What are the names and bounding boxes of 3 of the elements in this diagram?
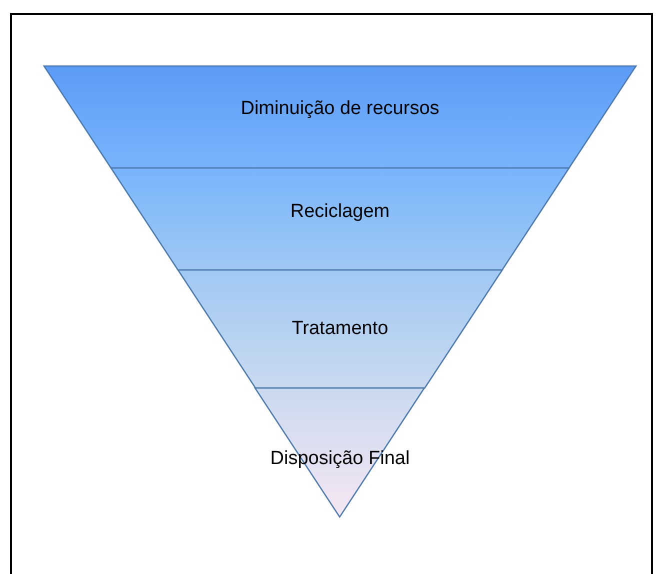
level-label: Diminuição de recursos bbox=[240, 98, 440, 120]
level-label: Tratamento bbox=[290, 318, 390, 340]
level-label: Reciclagem bbox=[289, 201, 391, 223]
